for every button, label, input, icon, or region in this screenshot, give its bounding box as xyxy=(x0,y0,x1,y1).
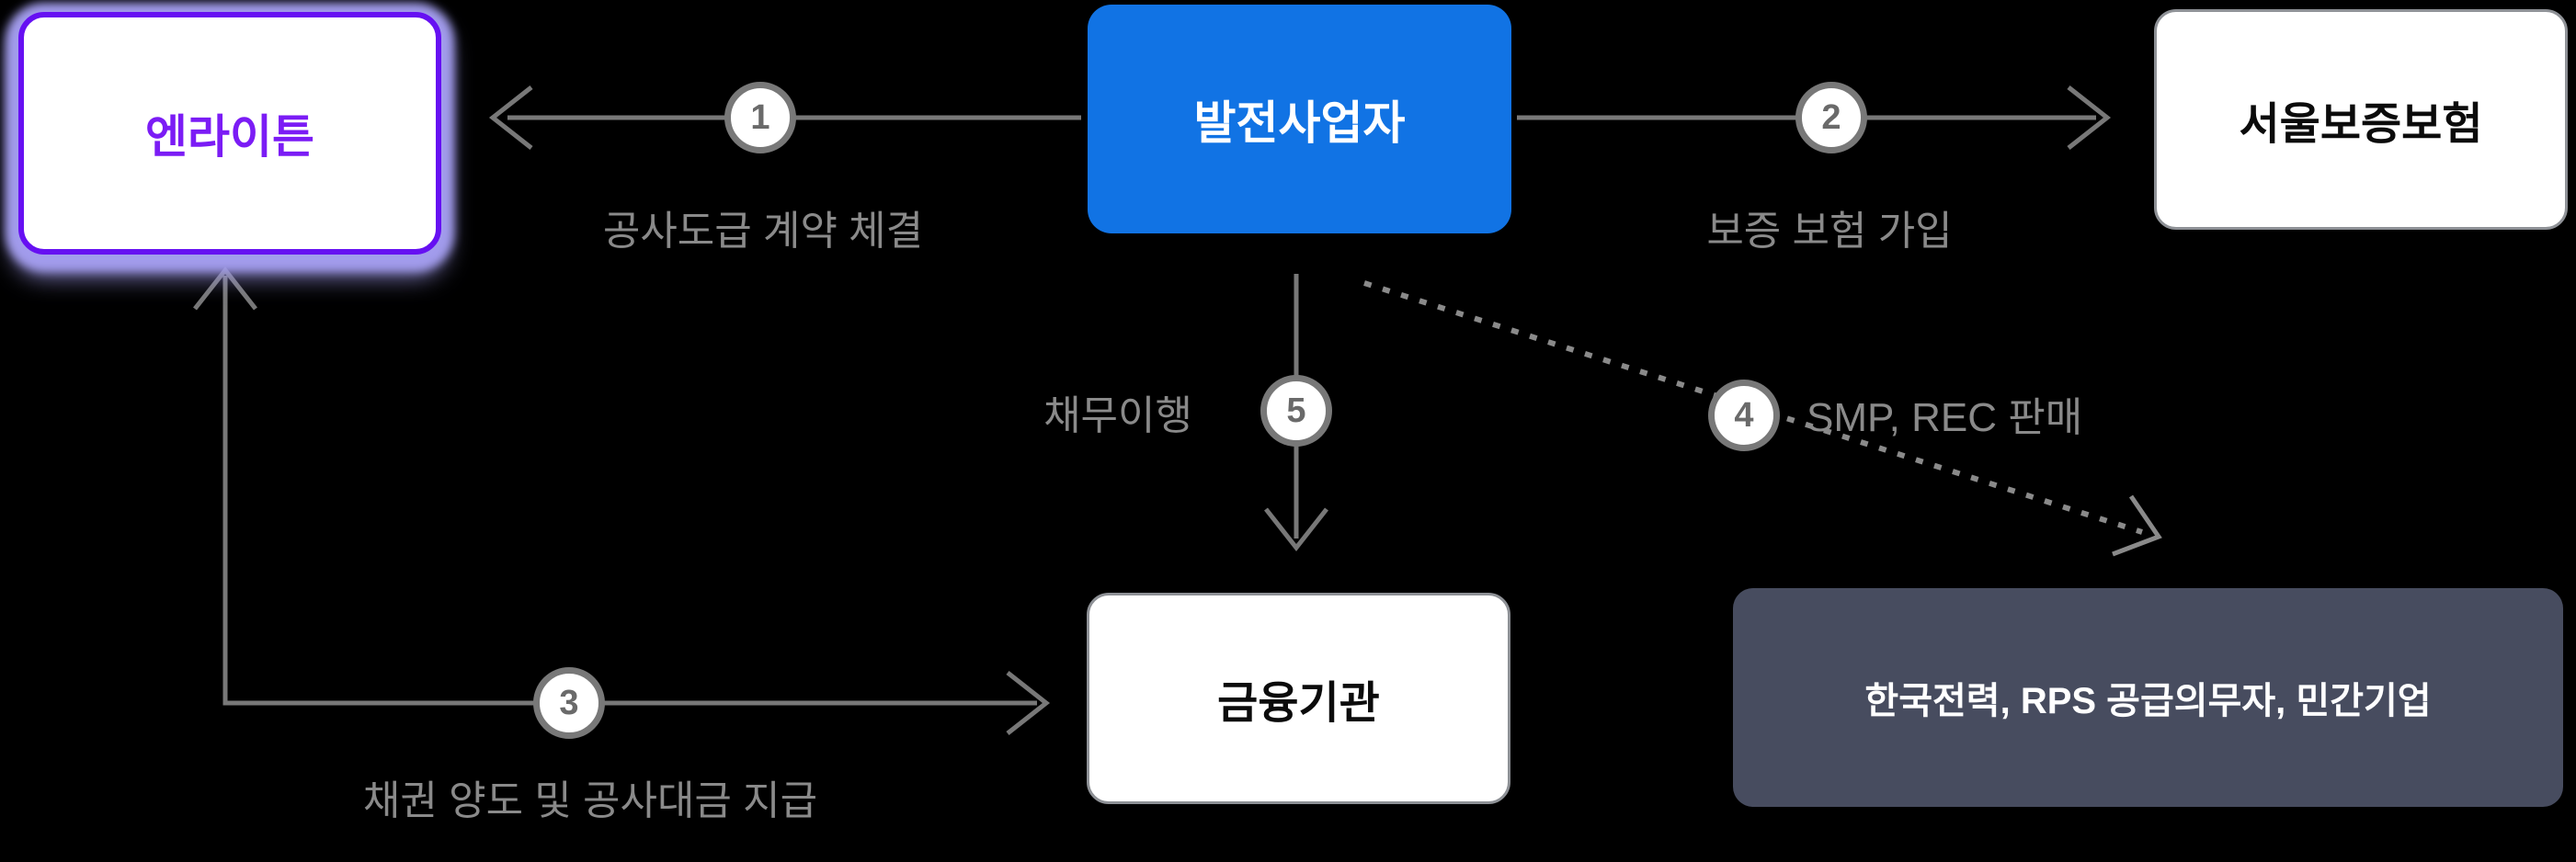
node-enlighten: 엔라이튼 xyxy=(18,12,441,255)
node-financial-institution: 금융기관 xyxy=(1087,593,1510,804)
edge-5-label: 채무이행 xyxy=(1043,393,1192,438)
node-power-generator: 발전사업자 xyxy=(1088,5,1511,233)
node-power-generator-label: 발전사업자 xyxy=(1193,96,1406,149)
node-seoul-guarantee-insurance: 서울보증보험 xyxy=(2154,9,2568,230)
edge-4-arrowhead xyxy=(2112,494,2162,557)
edge-4-label: SMP, REC 판매 xyxy=(1807,395,2083,440)
edge-5-number-badge: 5 xyxy=(1260,375,1332,447)
edge-2-label: 보증 보험 가입 xyxy=(1706,209,1953,254)
edge-1-label: 공사도급 계약 체결 xyxy=(602,209,924,254)
edge-3-arrowhead-up xyxy=(193,266,257,311)
node-kepco-rps-private-buyers-label: 한국전력, RPS 공급의무자, 민간기업 xyxy=(1864,681,2432,721)
edge-3-arrow xyxy=(193,266,1051,735)
edge-2-arrowhead-right xyxy=(2067,85,2112,150)
edge-1-arrowhead-left xyxy=(488,85,533,150)
edge-3-number-badge: 3 xyxy=(533,667,605,739)
edge-4-number-badge: 4 xyxy=(1708,380,1780,451)
node-financial-institution-label: 금융기관 xyxy=(1217,679,1380,728)
edge-2-number-badge: 2 xyxy=(1795,82,1867,153)
node-enlighten-label: 엔라이튼 xyxy=(145,111,314,163)
edge-1-number-badge: 1 xyxy=(724,82,796,153)
node-seoul-guarantee-insurance-label: 서울보증보험 xyxy=(2239,100,2483,149)
edge-5-arrowhead-down xyxy=(1264,507,1328,552)
edge-3-arrowhead-right xyxy=(1006,671,1051,735)
edge-3-label: 채권 양도 및 공사대금 지급 xyxy=(362,778,818,823)
node-kepco-rps-private-buyers: 한국전력, RPS 공급의무자, 민간기업 xyxy=(1733,588,2563,807)
